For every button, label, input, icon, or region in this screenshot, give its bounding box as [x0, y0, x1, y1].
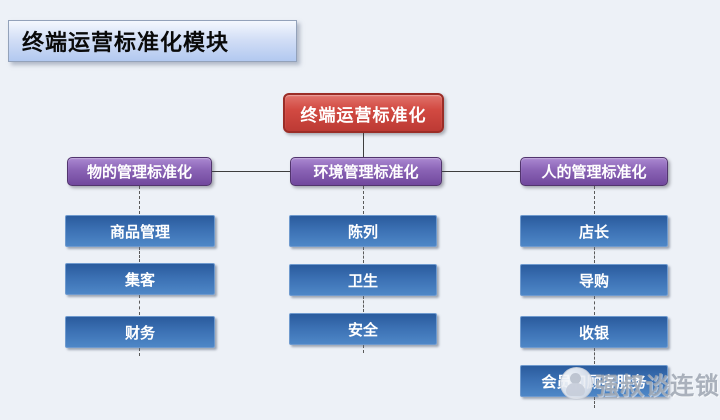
- diagram-node-shopping-guide: 导购: [520, 264, 668, 296]
- person-logo-icon: [560, 367, 593, 400]
- diagram-node-root: 终端运营标准化: [283, 93, 444, 133]
- connector-dashed: [594, 186, 595, 214]
- watermark-text: 强叔谈连锁: [595, 372, 720, 400]
- diagram-node-cashier: 收银: [520, 316, 668, 348]
- connector-branch-left: [212, 171, 290, 172]
- connector-root-to-branch: [363, 133, 364, 157]
- connector-dashed: [363, 186, 364, 214]
- connector-dashed: [594, 348, 595, 364]
- connector-dashed: [363, 247, 364, 263]
- diagram-node-store-manager: 店长: [520, 215, 668, 247]
- diagram-node-finance: 财务: [65, 316, 215, 348]
- connector-dashed: [594, 247, 595, 263]
- diagram-node-display: 陈列: [289, 215, 437, 247]
- connector-dashed: [363, 345, 364, 353]
- connector-dashed: [139, 295, 140, 315]
- diagram-node-branch-things: 物的管理标准化: [67, 157, 212, 186]
- page-title: 终端运营标准化模块: [8, 20, 297, 62]
- logo-head-shape: [570, 373, 581, 384]
- connector-dashed: [363, 296, 364, 312]
- connector-dashed: [139, 247, 140, 262]
- diagram-node-hygiene: 卫生: [289, 264, 437, 296]
- diagram-node-branch-environment: 环境管理标准化: [290, 157, 442, 186]
- diagram-node-branch-people: 人的管理标准化: [520, 157, 668, 186]
- diagram-node-safety: 安全: [289, 313, 437, 345]
- connector-dashed: [594, 397, 595, 408]
- page-title-text: 终端运营标准化模块: [22, 31, 230, 56]
- connector-dashed: [594, 296, 595, 315]
- watermark: 强叔谈连锁: [560, 366, 720, 401]
- connector-dashed: [139, 348, 140, 356]
- diagram-node-customer-gathering: 集客: [65, 263, 215, 295]
- logo-body-shape: [566, 383, 585, 396]
- connector-dashed: [139, 186, 140, 214]
- diagram-node-merchandise: 商品管理: [65, 215, 215, 247]
- connector-branch-right: [442, 171, 520, 172]
